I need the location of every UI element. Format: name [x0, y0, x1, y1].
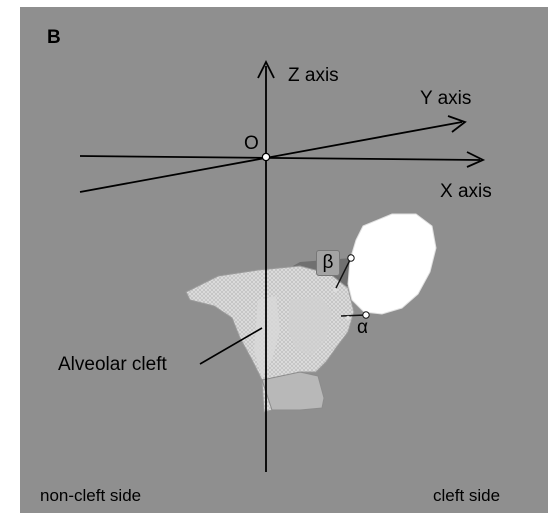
cleft-side-segment [348, 214, 436, 314]
beta-vertex [333, 288, 337, 292]
origin-point [262, 153, 269, 160]
cleft-side-label: cleft side [433, 487, 500, 504]
alveolar-bone-lower [262, 372, 324, 410]
z-axis-label: Z axis [288, 66, 339, 85]
non-cleft-side-label: non-cleft side [40, 487, 141, 504]
panel-letter: B [47, 28, 61, 47]
beta-point [348, 255, 354, 261]
alveolar-cleft-label: Alveolar cleft [58, 355, 167, 374]
alpha-vertex [346, 316, 350, 320]
x-axis-line [80, 156, 480, 160]
y-axis-label: Y axis [420, 89, 471, 108]
alpha-angle-label: α [357, 318, 368, 337]
maxilla-model [186, 258, 356, 412]
x-axis-label: X axis [440, 182, 492, 201]
origin-label: O [244, 134, 259, 153]
beta-angle-label: β [316, 250, 340, 276]
alpha-line [341, 315, 366, 316]
